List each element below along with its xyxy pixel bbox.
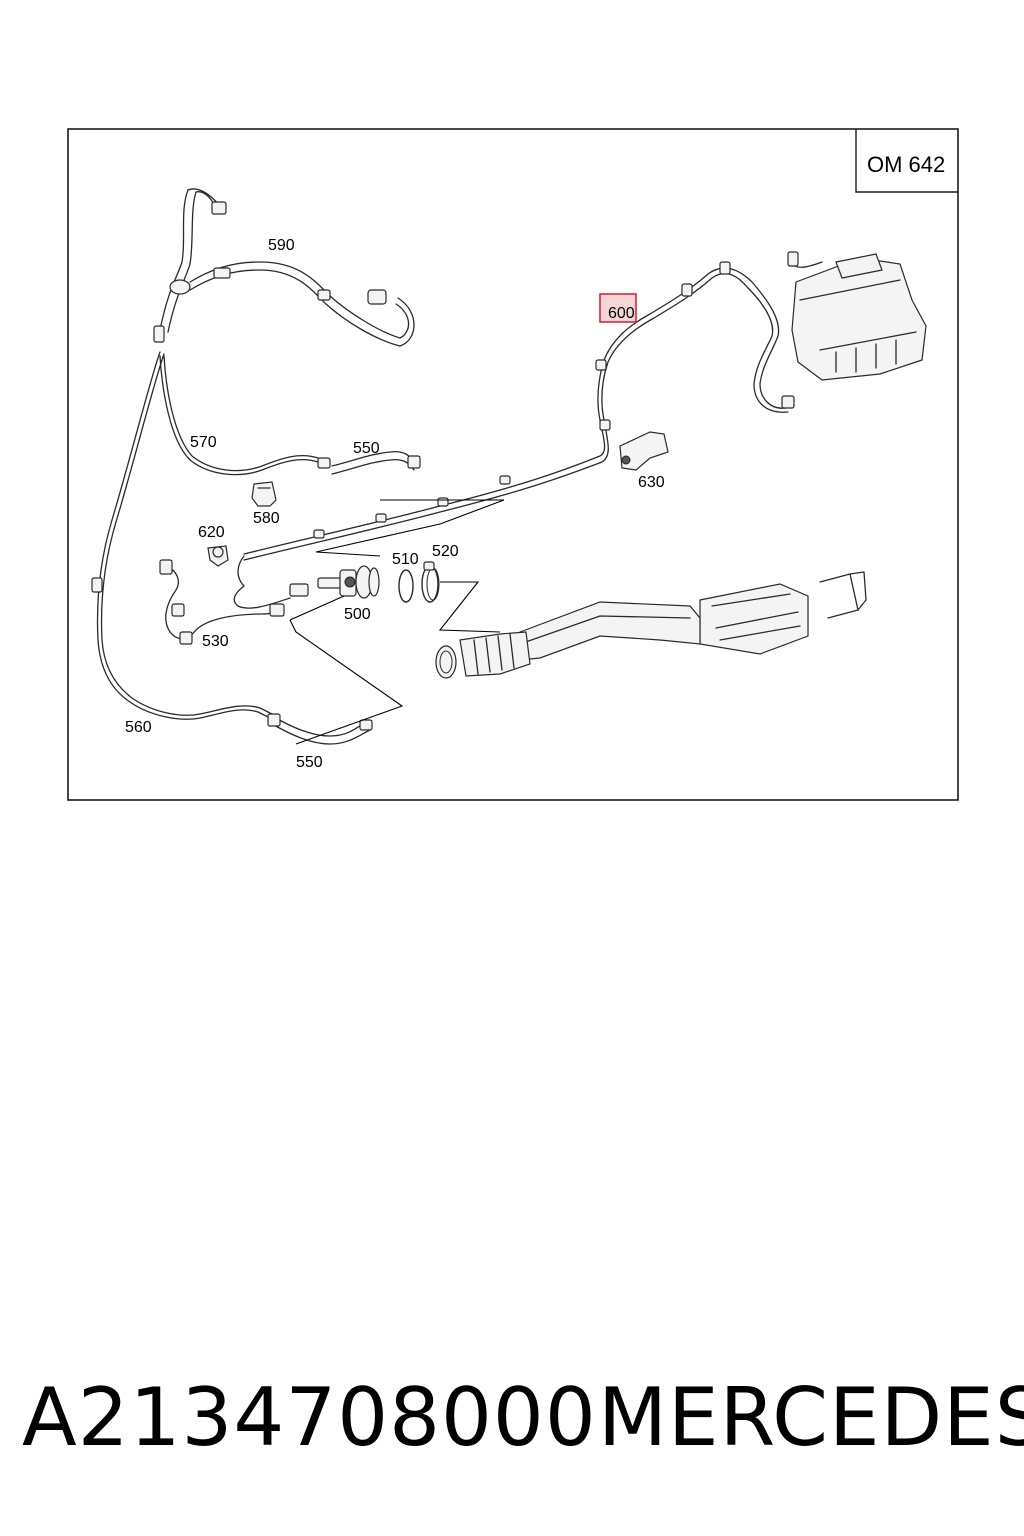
exhaust-catalyst xyxy=(435,571,867,679)
hose-550-top xyxy=(331,450,421,475)
bracket-630 xyxy=(619,431,669,471)
callout-600-highlight xyxy=(599,293,637,323)
hose-550-bottom xyxy=(267,713,373,745)
parts-diagram: OM 642 xyxy=(67,128,959,801)
callout-510: 510 xyxy=(392,551,419,568)
pipe-560 xyxy=(91,351,273,720)
part-number: A2134708000 xyxy=(22,1371,597,1464)
gasket-510 xyxy=(398,569,414,603)
callout-560: 560 xyxy=(125,719,152,736)
line-600 xyxy=(243,261,789,561)
leader-lines xyxy=(289,499,505,745)
callout-630: 630 xyxy=(638,474,665,491)
engine-code-label: OM 642 xyxy=(867,152,945,177)
clamp-520 xyxy=(421,561,440,603)
callout-550-bottom: 550 xyxy=(296,754,323,771)
callout-500: 500 xyxy=(344,606,371,623)
harness-530 xyxy=(159,555,309,645)
brand-name: MERCEDES xyxy=(598,1371,1024,1464)
callout-530: 530 xyxy=(202,633,229,650)
callout-590: 590 xyxy=(268,237,295,254)
callout-600[interactable]: 600 xyxy=(608,305,635,322)
pipe-570 xyxy=(159,355,331,476)
engine-code-box xyxy=(855,129,958,193)
callout-570: 570 xyxy=(190,434,217,451)
callout-580: 580 xyxy=(253,510,280,527)
clip-580 xyxy=(251,481,277,507)
fluid-tank xyxy=(781,251,927,409)
hose-590 xyxy=(153,188,415,347)
callout-550-top: 550 xyxy=(353,440,380,457)
callout-520: 520 xyxy=(432,543,459,560)
part-620 xyxy=(207,545,229,567)
diagram-frame xyxy=(67,128,959,801)
callout-620: 620 xyxy=(198,524,225,541)
dosing-module-500 xyxy=(317,565,380,599)
footer-caption: A2134708000 MERCEDES xyxy=(0,1368,1024,1478)
